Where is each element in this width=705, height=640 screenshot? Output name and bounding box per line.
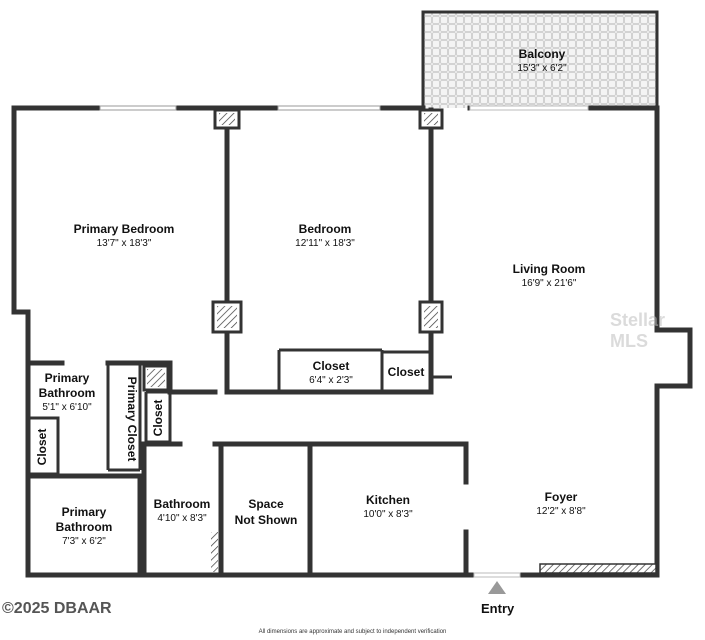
- svg-text:4'10" x 8'3": 4'10" x 8'3": [157, 513, 207, 524]
- balcony-area: [421, 10, 659, 108]
- svg-text:Bedroom: Bedroom: [299, 222, 352, 236]
- svg-text:13'7" x 18'3": 13'7" x 18'3": [97, 238, 152, 249]
- svg-text:Living Room: Living Room: [513, 262, 586, 276]
- svg-text:Primary: Primary: [62, 505, 107, 519]
- svg-text:Closet: Closet: [151, 400, 165, 437]
- room-label-primary-bathroom-top: Primary Bathroom 5'1" x 6'10": [39, 371, 96, 413]
- svg-text:Closet: Closet: [35, 429, 49, 466]
- copyright-logo: ©2025 DBAAR: [2, 600, 112, 617]
- svg-text:Primary Closet: Primary Closet: [125, 377, 139, 462]
- svg-text:Closet: Closet: [388, 365, 425, 379]
- room-label-primary-bathroom-bottom: Primary Bathroom 7'3" x 6'2": [56, 505, 113, 547]
- entry-label: Entry: [481, 601, 515, 616]
- room-label-foyer: Foyer 12'2" x 8'8": [536, 490, 586, 517]
- svg-text:Kitchen: Kitchen: [366, 493, 410, 507]
- room-label-bathroom: Bathroom 4'10" x 8'3": [154, 497, 211, 524]
- svg-text:6'4" x 2'3": 6'4" x 2'3": [309, 375, 353, 386]
- svg-text:12'11" x 18'3": 12'11" x 18'3": [295, 238, 355, 249]
- svg-text:Space: Space: [248, 497, 284, 511]
- svg-text:Not Shown: Not Shown: [235, 513, 298, 527]
- outer-walls: [11, 105, 693, 578]
- svg-text:7'3" x 6'2": 7'3" x 6'2": [62, 536, 106, 547]
- svg-text:16'9" x 21'6": 16'9" x 21'6": [522, 278, 577, 289]
- room-label-closet-left: Closet: [35, 429, 49, 466]
- structural-columns: [142, 108, 657, 574]
- room-label-primary-bedroom: Primary Bedroom 13'7" x 18'3": [74, 222, 175, 249]
- svg-text:Bathroom: Bathroom: [39, 386, 96, 400]
- svg-text:Closet: Closet: [313, 359, 350, 373]
- room-label-closet-main: Closet 6'4" x 2'3": [309, 359, 353, 386]
- room-label-balcony: Balcony 15'3" x 6'2": [517, 47, 567, 74]
- windows: [99, 105, 589, 111]
- room-label-closet-small: Closet: [388, 365, 425, 379]
- room-label-closet-hall: Closet: [151, 400, 165, 437]
- room-label-bedroom: Bedroom 12'11" x 18'3": [295, 222, 355, 249]
- disclaimer: All dimensions are approximate and subje…: [258, 629, 447, 635]
- svg-text:Primary Bedroom: Primary Bedroom: [74, 222, 175, 236]
- interior-walls: [25, 107, 469, 578]
- entry-marker: [473, 572, 521, 594]
- svg-text:5'1" x 6'10": 5'1" x 6'10": [42, 402, 92, 413]
- svg-text:Balcony: Balcony: [519, 47, 566, 61]
- room-label-space-not-shown: Space Not Shown: [235, 497, 298, 527]
- svg-text:Bathroom: Bathroom: [154, 497, 211, 511]
- room-label-kitchen: Kitchen 10'0" x 8'3": [363, 493, 413, 520]
- room-label-primary-closet: Primary Closet: [125, 377, 139, 462]
- room-label-living-room: Living Room 16'9" x 21'6": [513, 262, 586, 289]
- svg-text:Foyer: Foyer: [545, 490, 578, 504]
- svg-text:Bathroom: Bathroom: [56, 520, 113, 534]
- svg-text:Primary: Primary: [45, 371, 90, 385]
- svg-text:10'0" x 8'3": 10'0" x 8'3": [363, 509, 413, 520]
- watermark: Stellar MLS: [610, 310, 666, 351]
- svg-text:15'3" x 6'2": 15'3" x 6'2": [517, 63, 567, 74]
- svg-text:12'2" x 8'8": 12'2" x 8'8": [536, 506, 586, 517]
